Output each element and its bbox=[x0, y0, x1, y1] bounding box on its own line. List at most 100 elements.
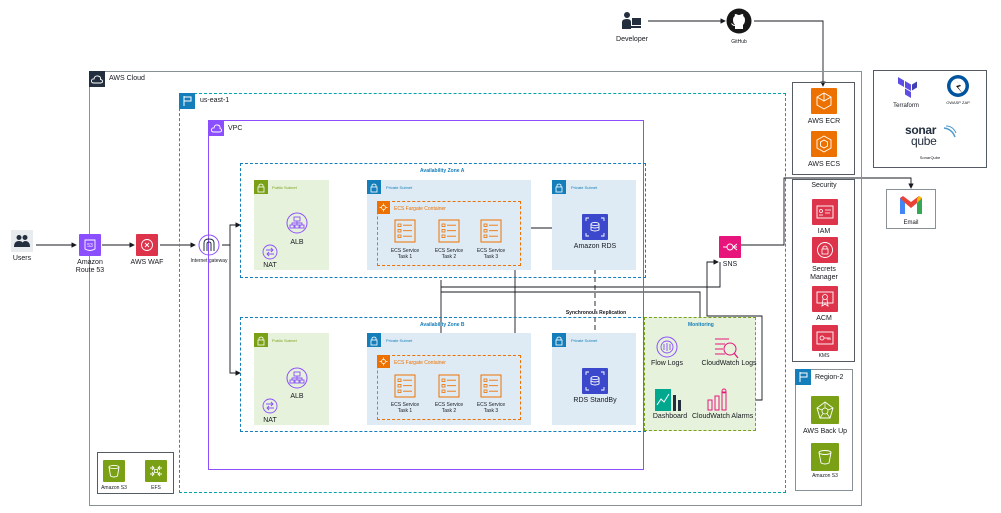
public-subnet-a-label: Public Subnet bbox=[272, 185, 297, 190]
aws-cloud-group bbox=[89, 71, 862, 506]
dashboard-icon bbox=[655, 389, 685, 411]
sonarqube-logo: sonar qube bbox=[905, 123, 957, 148]
vpc-group bbox=[208, 120, 644, 470]
nat-a-icon bbox=[262, 244, 278, 260]
monitoring-group bbox=[644, 317, 756, 431]
rds-primary-icon bbox=[582, 214, 608, 240]
storage-box bbox=[97, 452, 174, 494]
users-icon bbox=[11, 230, 33, 252]
users-label: Users bbox=[12, 255, 32, 262]
ecs-task-b1-icon bbox=[394, 374, 416, 398]
fargate-container-b bbox=[377, 355, 521, 420]
sonarqube-word1: sonar bbox=[905, 123, 937, 137]
dashboard-label: Dashboard bbox=[652, 413, 688, 420]
ecs-task-a3-label: ECS Service Task 3 bbox=[476, 248, 506, 260]
iam-label: IAM bbox=[817, 228, 831, 235]
region-flag-icon bbox=[179, 93, 195, 109]
s3-icon bbox=[103, 460, 125, 482]
vpc-icon bbox=[208, 120, 224, 136]
line-to-sns bbox=[441, 291, 701, 318]
route53-label: Amazon Route 53 bbox=[75, 259, 105, 275]
ecs-task-a1-icon bbox=[394, 219, 416, 243]
owasp-zap-label: OWASP ZAP bbox=[946, 100, 970, 105]
ecr-icon bbox=[811, 88, 837, 114]
backup-icon bbox=[811, 396, 839, 424]
tools-box bbox=[873, 70, 987, 168]
cloudwatch-alarms-label: CloudWatch Alarms bbox=[692, 413, 754, 420]
public-subnet-b bbox=[254, 333, 329, 425]
efs-label: EFS bbox=[151, 485, 161, 491]
db-subnet-b-lock-icon bbox=[552, 333, 566, 347]
security-label: Security bbox=[811, 182, 837, 189]
region-2-group bbox=[795, 369, 853, 491]
terraform-label: Terraform bbox=[893, 103, 919, 109]
rds-primary-label: Amazon RDS bbox=[573, 243, 617, 250]
s3-label: Amazon S3 bbox=[101, 485, 127, 491]
db-subnet-a-lock-icon bbox=[552, 180, 566, 194]
internet-gateway-label: Internet gateway bbox=[190, 258, 228, 264]
sns-icon bbox=[719, 236, 741, 258]
fargate-container-a bbox=[377, 201, 521, 266]
backup-label: AWS Back Up bbox=[802, 428, 848, 435]
nat-b-label: NAT bbox=[263, 417, 277, 424]
private-subnet-a-label: Private Subnet bbox=[386, 185, 413, 190]
db-subnet-b-label: Private Subnet bbox=[571, 338, 598, 343]
developer-icon bbox=[620, 10, 642, 32]
replication-label: Synchronous Replication bbox=[556, 310, 636, 317]
private-subnet-b-lock-icon bbox=[367, 333, 381, 347]
iam-icon bbox=[812, 199, 838, 225]
internet-gateway-icon bbox=[198, 234, 220, 256]
ecr-label: AWS ECR bbox=[807, 118, 841, 125]
flow-logs-icon bbox=[656, 336, 678, 358]
developer-label: Developer bbox=[616, 36, 648, 43]
svg-text:53: 53 bbox=[87, 243, 93, 249]
ecs-task-b3-icon bbox=[480, 374, 502, 398]
sonarqube-label: SonarQube bbox=[919, 155, 941, 160]
email-label: Email bbox=[903, 220, 919, 226]
ecs-task-a1-label: ECS Service Task 1 bbox=[390, 248, 420, 260]
alb-a-label: ALB bbox=[290, 239, 304, 246]
line-sns-email bbox=[740, 177, 914, 246]
nat-a-label: NAT bbox=[263, 262, 277, 269]
public-subnet-b-lock-icon bbox=[254, 333, 268, 347]
line-github-ecr bbox=[754, 20, 826, 87]
ecs-task-a3-icon bbox=[480, 219, 502, 243]
acm-icon bbox=[812, 286, 838, 312]
fargate-b-label: ECS Fargate Container bbox=[394, 360, 446, 366]
availability-zone-b-label: Availability Zone B bbox=[420, 322, 465, 328]
sonarqube-word2: qube bbox=[911, 134, 937, 148]
rds-standby-icon bbox=[582, 368, 608, 394]
line-igw-azb bbox=[222, 244, 241, 376]
gmail-icon bbox=[899, 195, 923, 215]
rds-standby-label: RDS StandBy bbox=[573, 397, 617, 404]
cloudwatch-logs-icon bbox=[713, 334, 739, 360]
email-box bbox=[886, 189, 936, 229]
terraform-icon bbox=[895, 75, 917, 98]
secrets-manager-label: Secrets Manager bbox=[810, 266, 838, 282]
sns-label: SNS bbox=[722, 261, 738, 268]
private-subnet-b bbox=[367, 333, 531, 425]
region-label: us-east-1 bbox=[200, 97, 230, 104]
vpc-label: VPC bbox=[228, 125, 243, 132]
alb-b-label: ALB bbox=[290, 393, 304, 400]
acm-label: ACM bbox=[816, 315, 832, 322]
github-label: GitHub bbox=[731, 39, 747, 45]
private-subnet-b-label: Private Subnet bbox=[386, 338, 413, 343]
db-subnet-a-label: Private Subnet bbox=[571, 185, 598, 190]
waf-icon bbox=[136, 234, 158, 256]
aws-cloud-label: AWS Cloud bbox=[109, 75, 145, 82]
availability-zone-a bbox=[240, 163, 646, 278]
github-icon bbox=[726, 8, 752, 34]
secrets-manager-icon bbox=[812, 237, 838, 263]
monitoring-label: Monitoring bbox=[688, 322, 714, 328]
ecs-task-a2-label: ECS Service Task 2 bbox=[434, 248, 464, 260]
availability-zone-a-label: Availability Zone A bbox=[420, 168, 465, 174]
cloudwatch-logs-label: CloudWatch Logs bbox=[701, 360, 757, 367]
efs-icon bbox=[145, 460, 167, 482]
fargate-b-icon bbox=[377, 355, 390, 368]
cloudwatch-alarms-icon bbox=[707, 388, 731, 412]
ecs-task-b2-icon bbox=[438, 374, 460, 398]
aws-cloud-icon bbox=[89, 71, 105, 87]
public-subnet-a-lock-icon bbox=[254, 180, 268, 194]
